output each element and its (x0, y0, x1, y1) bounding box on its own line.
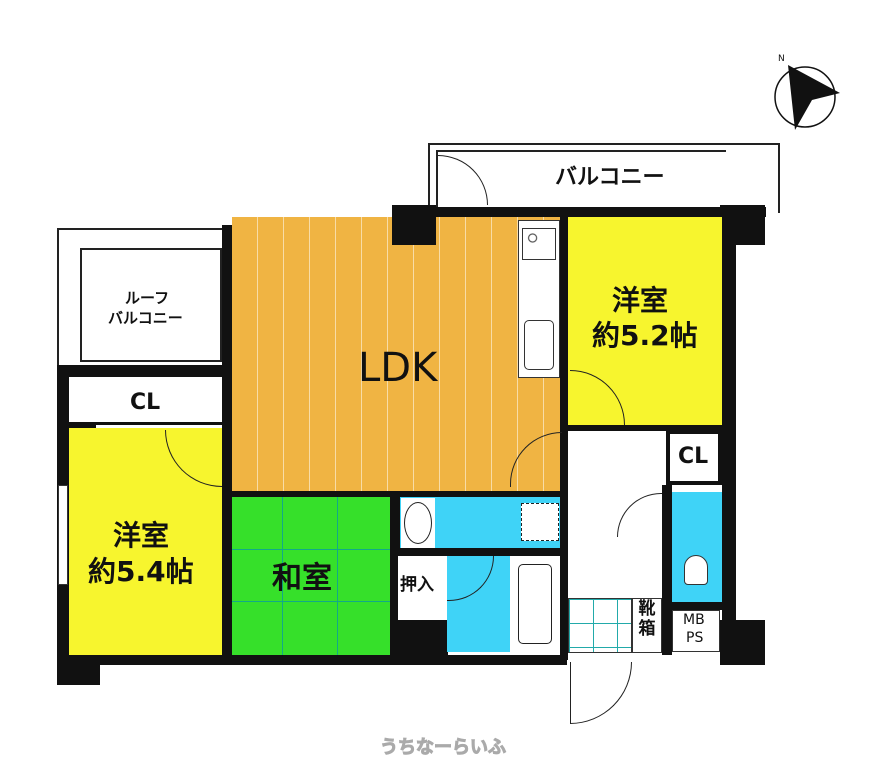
compass-north-label: N (778, 54, 785, 64)
closet-left-label: CL (130, 390, 161, 415)
kitchen-sink-icon (524, 320, 554, 370)
wall (567, 425, 727, 431)
western-room-left-size: 約5.4帖 (88, 555, 194, 588)
wall (436, 207, 766, 217)
mbps-label-1: MB (683, 612, 705, 628)
toilet-icon (684, 555, 708, 585)
watermark: うちなーらいふ (380, 737, 507, 759)
wall (398, 548, 560, 556)
wall (57, 655, 567, 665)
wall (232, 491, 567, 497)
wall (222, 225, 232, 665)
washing-machine-pan-icon (521, 503, 559, 541)
entrance-door-icon (570, 662, 632, 724)
ldk-room (232, 217, 560, 492)
closet-right (666, 430, 722, 485)
wall (392, 205, 436, 245)
wall (398, 620, 448, 657)
balcony (428, 143, 780, 213)
ldk-label: LDK (358, 345, 438, 391)
roof-balcony-label-1: ルーフ (125, 289, 170, 307)
mbps (672, 610, 720, 652)
window (58, 485, 68, 585)
entrance-tiles (568, 598, 632, 653)
toilet-room (672, 492, 722, 602)
shoe-box-label: 靴箱 (638, 599, 656, 639)
balcony-inner (436, 150, 726, 208)
wall (720, 620, 765, 665)
wall (668, 602, 722, 610)
roof-balcony-label-2: バルコニー (108, 309, 183, 327)
wall (390, 497, 400, 657)
wash-basin-bowl-icon (404, 502, 432, 544)
wall (57, 365, 232, 377)
japanese-room-label: 和室 (272, 561, 332, 596)
oshiire-label: 押入 (400, 575, 434, 595)
closet-right-label: CL (678, 444, 709, 469)
wall (722, 205, 736, 665)
shoe-box (632, 598, 662, 653)
closet-left (69, 377, 222, 425)
balcony-label: バルコニー (555, 165, 665, 190)
compass-icon: N (774, 54, 840, 130)
stove-icon (522, 228, 556, 260)
wall (560, 215, 568, 660)
japanese-room (232, 497, 390, 655)
western-room-left-name: 洋室 (113, 519, 170, 552)
western-room-right-size: 約5.2帖 (592, 319, 698, 352)
oshiire (398, 555, 440, 620)
roof-balcony-inner (80, 248, 222, 362)
mbps-label-2: PS (686, 630, 704, 646)
western-room-right-name: 洋室 (612, 284, 669, 317)
wall (662, 485, 672, 655)
bathtub-icon (518, 564, 552, 644)
